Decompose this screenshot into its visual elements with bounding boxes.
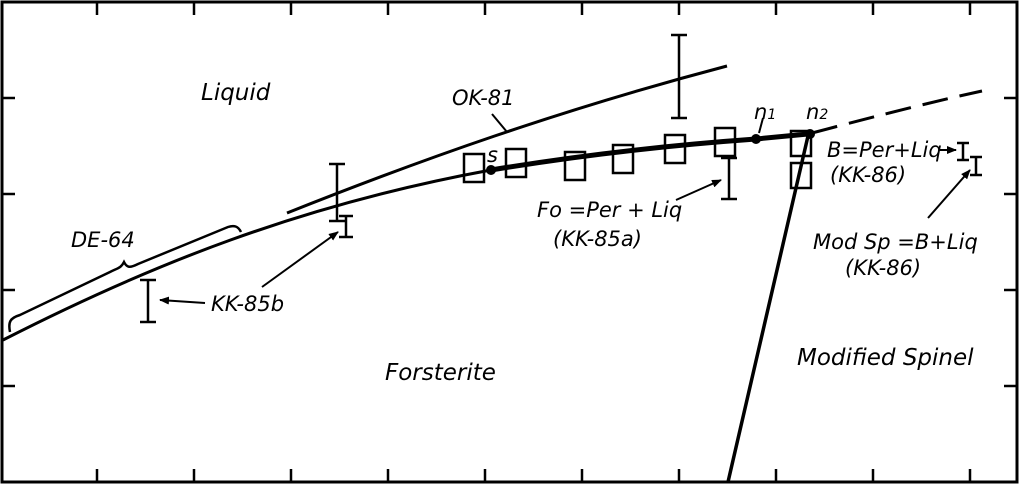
square-5: [663, 133, 687, 165]
leader-kk85b-2: [261, 231, 339, 288]
fo-reaction-label: Fo =Per + Liq: [537, 198, 683, 222]
top-ticks: [95, 2, 972, 15]
region-modified-spinel-label: Modified Spinel: [797, 345, 974, 371]
leader-modsp: [927, 169, 971, 219]
point-n2-letter: n: [806, 100, 820, 124]
region-liquid-label: Liquid: [201, 80, 271, 106]
point-n2-subscript: 2: [819, 107, 829, 123]
de64-brace: [8, 224, 243, 333]
b-reaction-ref: (KK-86): [830, 163, 907, 187]
fo-reaction-ref: (KK-85a): [553, 227, 642, 251]
point-n1-subscript: 1: [767, 107, 777, 123]
spinel-boundary: [726, 135, 810, 483]
point-n1-label: n1: [754, 102, 776, 123]
ok81-label: OK-81: [452, 86, 515, 110]
square-1: [462, 152, 486, 184]
square-8: [789, 161, 813, 190]
square-2: [504, 147, 528, 179]
modsp-reaction-ref: (KK-86): [845, 256, 922, 280]
data-squares: [462, 126, 813, 190]
dashed-extension: [811, 89, 983, 135]
square-3: [563, 150, 587, 182]
leader-n1: [758, 117, 764, 134]
error-bar-kk85a: [721, 156, 737, 201]
error-bar-ok81-low: [329, 162, 345, 223]
square-6: [713, 126, 737, 158]
point-n2: [805, 129, 815, 139]
square-4: [611, 143, 635, 175]
leader-kk85b: [159, 296, 206, 305]
leader-kk85a: [675, 179, 722, 201]
invariant-points: [486, 129, 815, 175]
error-bar-modsp: [970, 155, 982, 177]
right-ticks: [1004, 96, 1017, 388]
point-n1-letter: n: [754, 100, 768, 124]
error-bar-kk85b-2: [339, 214, 353, 239]
bottom-ticks: [95, 469, 972, 482]
leader-ok81: [491, 113, 508, 133]
modsp-reaction-label: Mod Sp =B+Liq: [813, 230, 978, 254]
error-bar-b-per-liq: [957, 141, 969, 162]
b-reaction-label: B=Per+Liq: [827, 138, 942, 162]
kk85b-label: KK-85b: [211, 292, 285, 316]
leader-lines: [159, 113, 971, 305]
ok81-curve: [286, 64, 728, 215]
region-forsterite-label: Forsterite: [385, 360, 496, 386]
point-s-label: s: [487, 143, 498, 167]
error-bar-ok81-high: [671, 33, 687, 120]
square-7: [789, 129, 813, 158]
de64-label: DE-64: [71, 228, 135, 252]
peritectic-segment: [490, 131, 809, 173]
error-bar-kk85b: [140, 278, 156, 324]
point-s: [486, 165, 496, 175]
point-n2-label: n2: [806, 102, 828, 123]
error-bars: [140, 33, 982, 324]
left-ticks: [2, 96, 15, 388]
point-n1: [751, 134, 761, 144]
